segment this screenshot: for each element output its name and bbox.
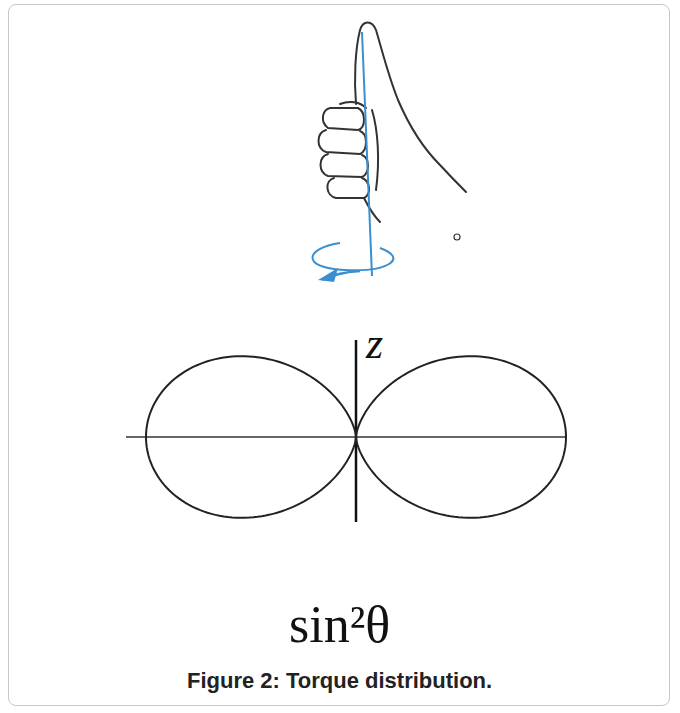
horizontal-axis	[126, 436, 566, 438]
figure-caption: Figure 2: Torque distribution.	[187, 668, 492, 694]
polar-pattern	[146, 356, 566, 518]
axis-label: z	[366, 318, 383, 369]
formula-label: sin²θ	[289, 595, 390, 654]
dot	[454, 234, 460, 240]
arrow-head	[318, 268, 338, 282]
rotation-axis	[313, 32, 394, 280]
right-hand	[319, 23, 467, 223]
